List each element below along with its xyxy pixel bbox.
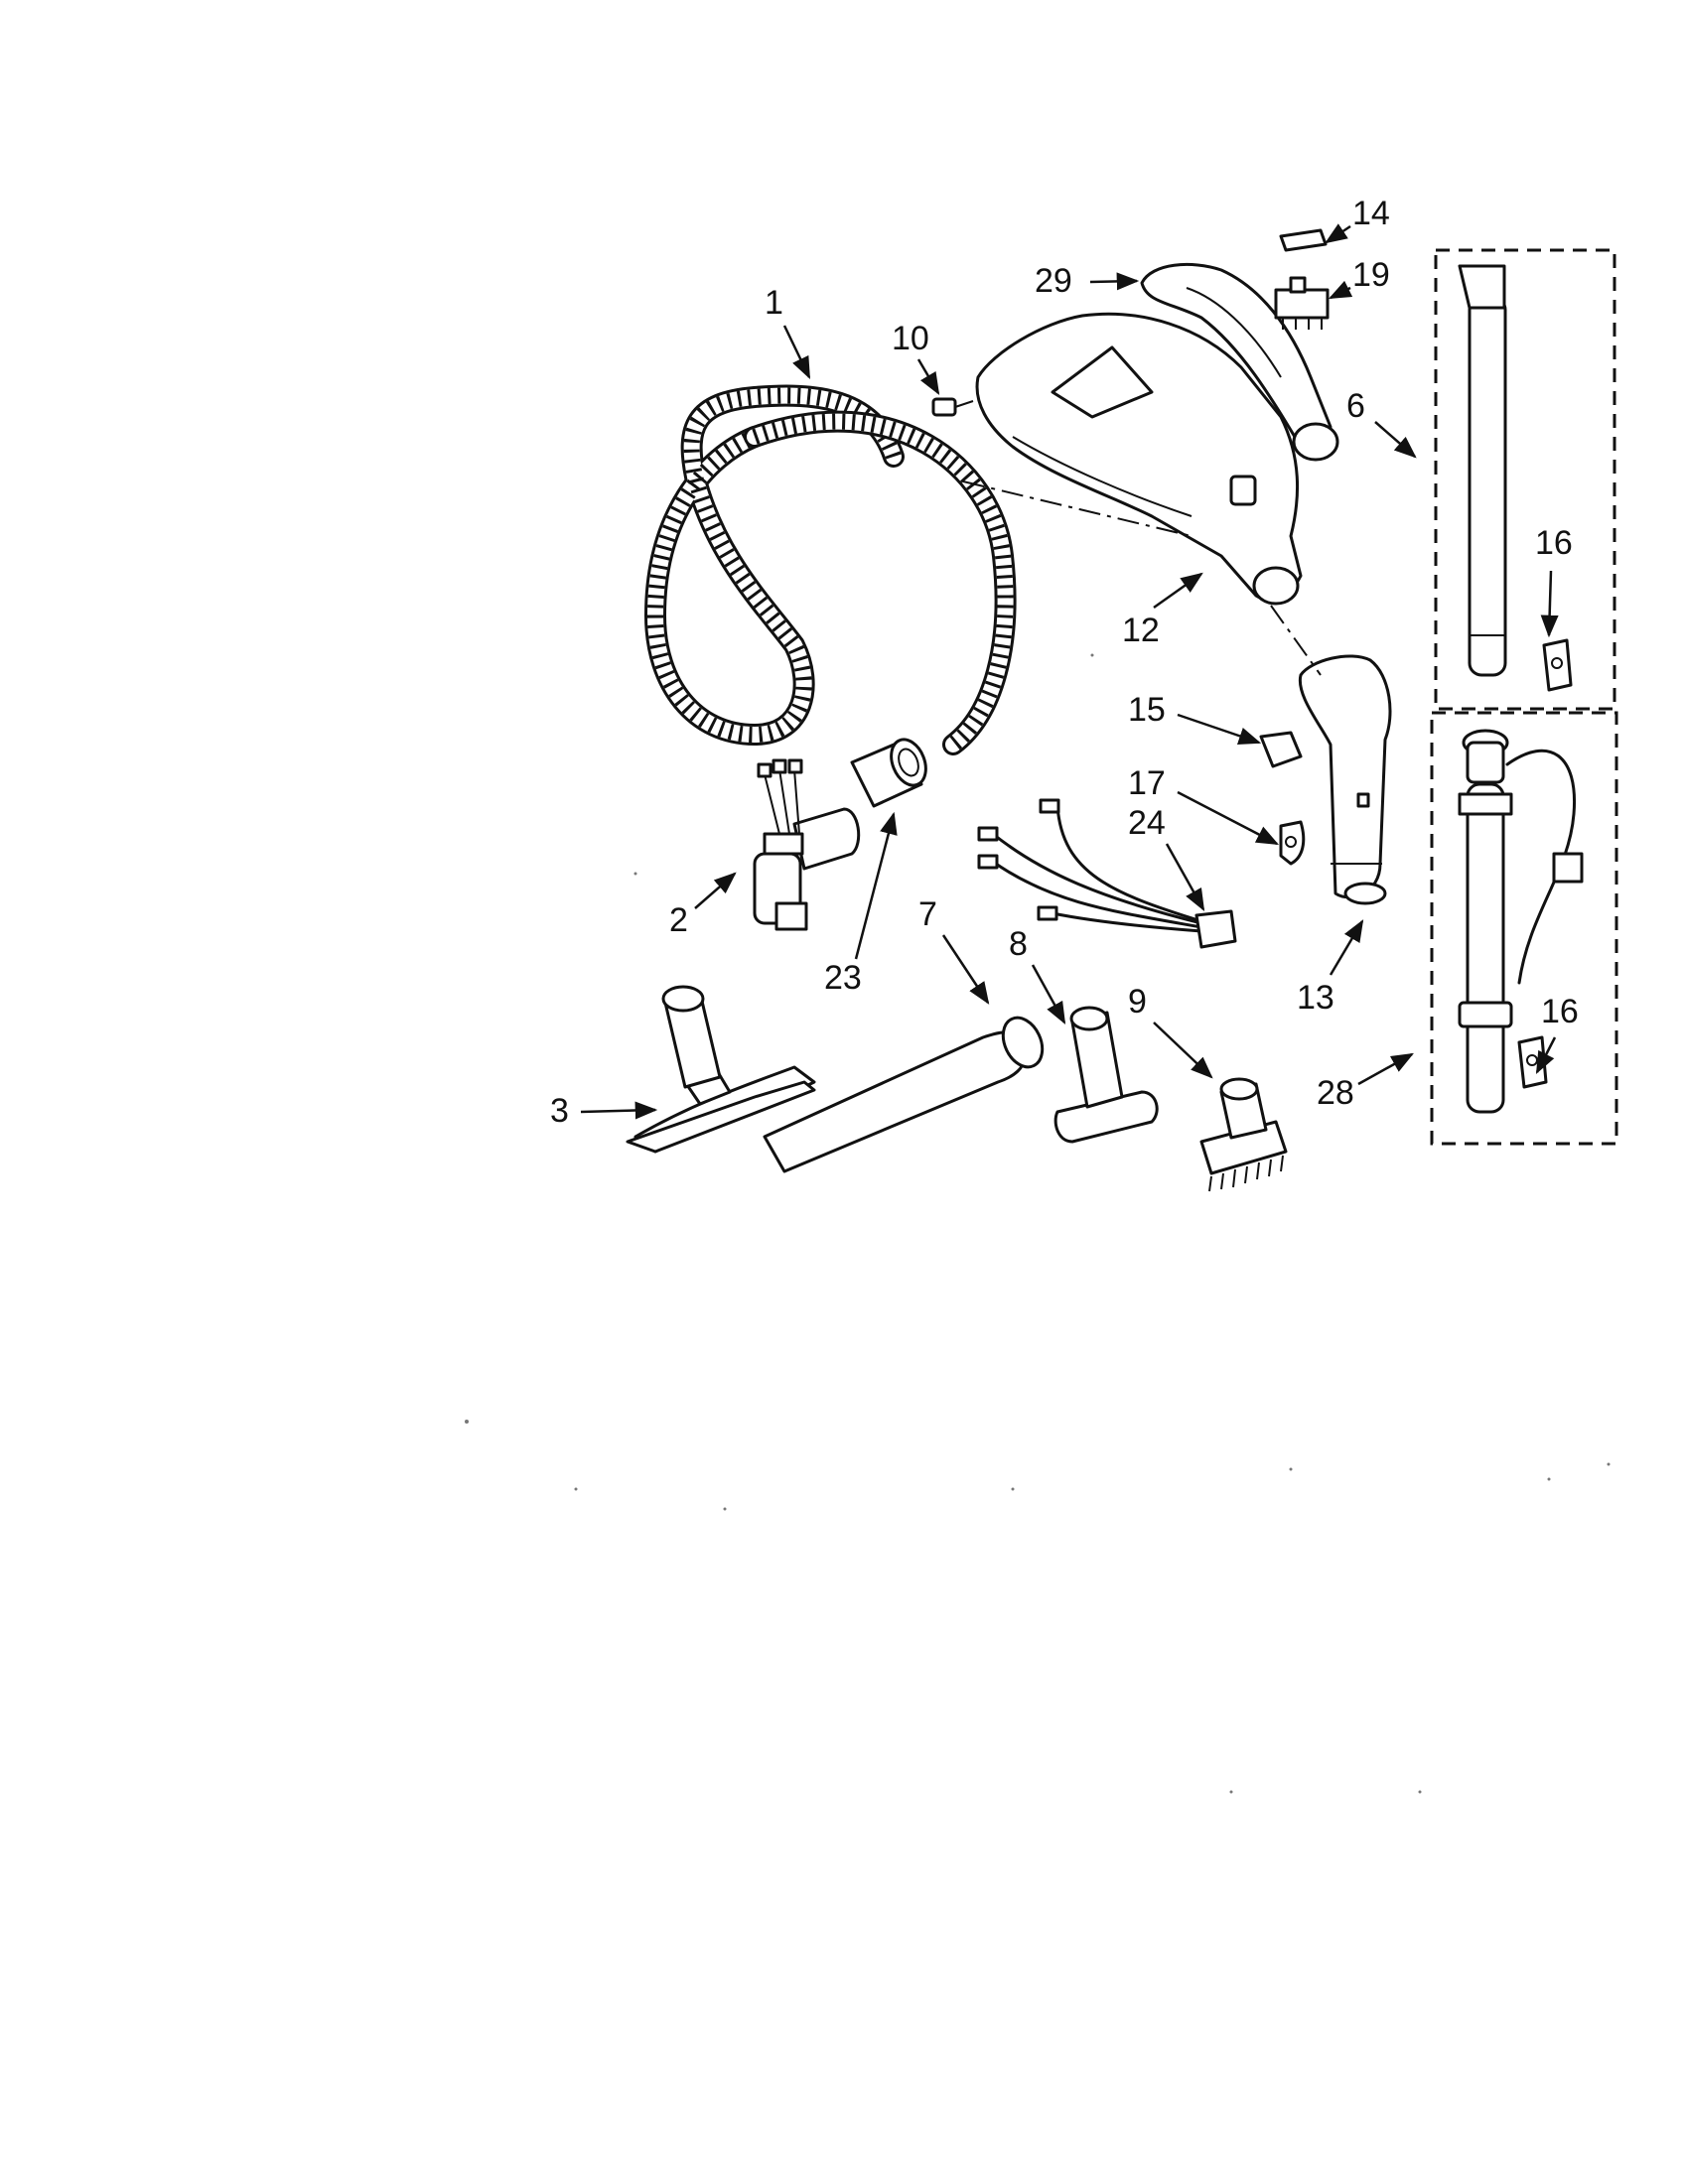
- callout-10: 10: [892, 320, 940, 395]
- callout-13: 13: [1297, 919, 1364, 1017]
- floor-tool-part: [626, 985, 816, 1154]
- callout-label: 16: [1541, 993, 1579, 1030]
- callout-3: 3: [550, 1092, 658, 1130]
- callout-17: 17: [1128, 764, 1279, 846]
- callout-9: 9: [1128, 983, 1213, 1079]
- callout-label: 2: [669, 901, 688, 939]
- callout-label: 17: [1128, 764, 1166, 802]
- callout-7: 7: [918, 895, 990, 1005]
- callout-23: 23: [824, 811, 898, 997]
- wand-clip-part: [1542, 638, 1573, 692]
- upholstery-tool-part: [1053, 1006, 1159, 1144]
- callout-1: 1: [765, 284, 811, 380]
- callout-label: 15: [1128, 691, 1166, 729]
- wand-clip-part: [1517, 1035, 1548, 1089]
- callout-14: 14: [1325, 195, 1390, 244]
- callout-label: 8: [1009, 925, 1028, 963]
- callout-16: 16: [1535, 993, 1579, 1075]
- callout-label: 1: [765, 284, 783, 322]
- callout-label: 28: [1317, 1074, 1354, 1112]
- handle-cover-part: [1140, 262, 1339, 462]
- callout-28: 28: [1317, 1052, 1414, 1112]
- callout-label: 14: [1352, 195, 1390, 232]
- latch-part: [1279, 820, 1306, 866]
- callout-2: 2: [669, 872, 737, 939]
- callout-label: 7: [918, 895, 937, 933]
- dusting-brush-part: [1199, 1077, 1288, 1192]
- callout-label: 6: [1346, 387, 1365, 425]
- callout-12: 12: [1122, 572, 1203, 649]
- callout-label: 19: [1352, 256, 1390, 294]
- callout-6: 6: [1346, 387, 1417, 459]
- callout-19: 19: [1328, 256, 1390, 300]
- lower-wand-part: [1430, 711, 1618, 1146]
- handle-grip-part: [1298, 654, 1392, 905]
- hose-handle-part: [975, 312, 1303, 606]
- switch-part: [1274, 276, 1330, 330]
- callout-label: 13: [1297, 979, 1334, 1017]
- callout-label: 9: [1128, 983, 1147, 1021]
- callout-label: 23: [824, 959, 862, 997]
- hose-swivel-part: [753, 758, 861, 931]
- crevice-tool-part: [763, 1016, 1045, 1173]
- clip-part: [1259, 731, 1303, 768]
- callout-label: 12: [1122, 612, 1160, 649]
- callout-29: 29: [1035, 262, 1140, 300]
- callout-label: 24: [1128, 804, 1166, 842]
- callout-16: 16: [1535, 524, 1573, 638]
- callout-15: 15: [1128, 691, 1262, 745]
- callout-24: 24: [1128, 804, 1205, 911]
- callout-8: 8: [1009, 925, 1066, 1024]
- wire-harness-part: [977, 798, 1237, 949]
- callout-label: 29: [1035, 262, 1072, 300]
- callout-label: 10: [892, 320, 929, 357]
- hose-coil-part: [643, 384, 1017, 755]
- callout-label: 16: [1535, 524, 1573, 562]
- screw-part: [931, 397, 974, 417]
- hose-cuff-part: [850, 738, 927, 808]
- scan-noise: [465, 653, 1611, 1794]
- callout-label: 3: [550, 1092, 569, 1130]
- upper-wand-part: [1434, 248, 1616, 711]
- switch-button-part: [1279, 228, 1328, 252]
